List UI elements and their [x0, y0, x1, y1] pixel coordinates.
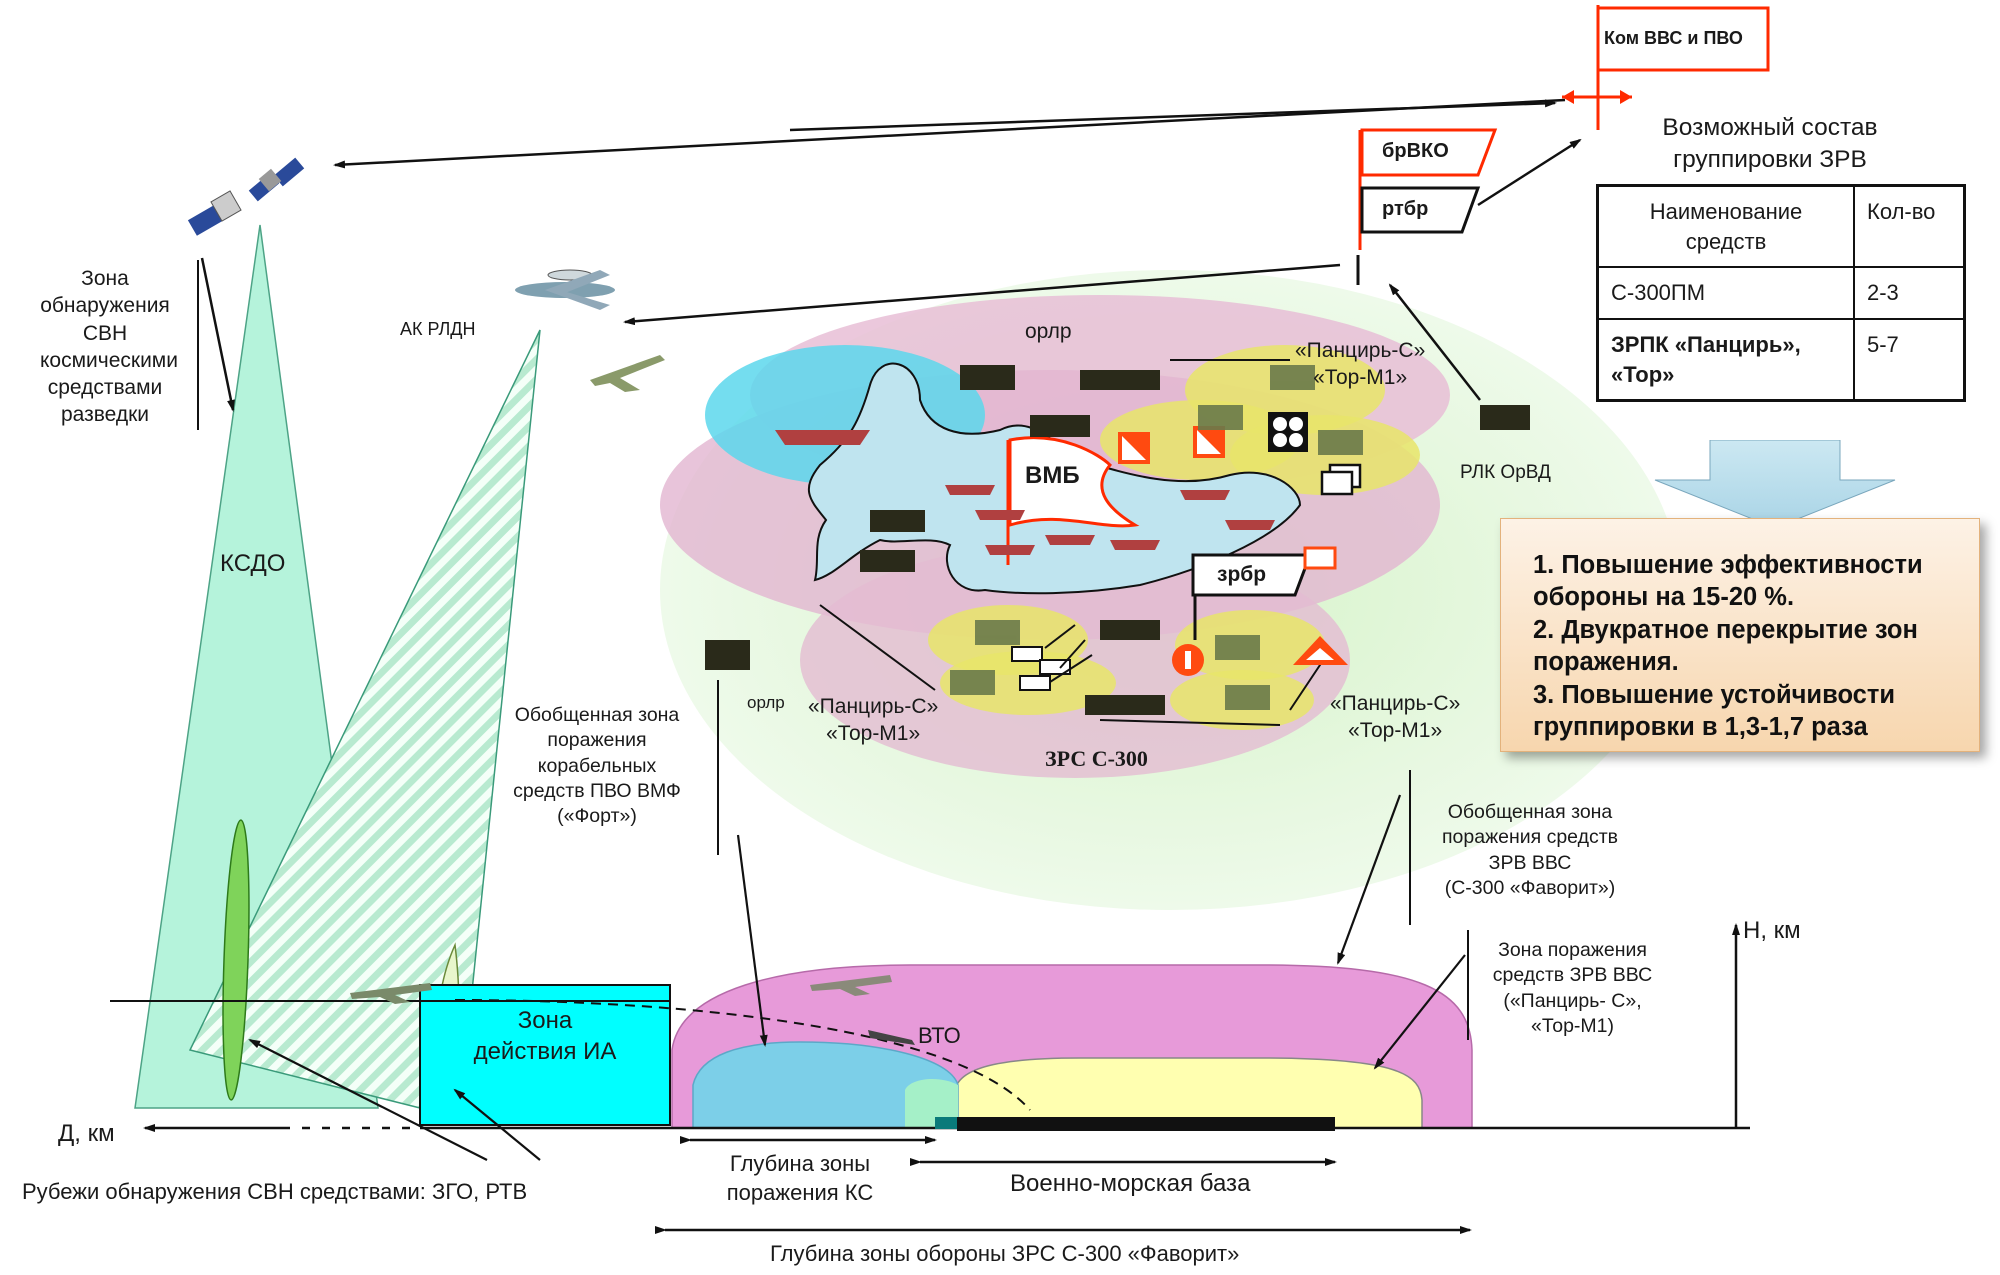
- rtv-pointer: [453, 1088, 541, 1161]
- brvko-flag: [1358, 128, 1498, 250]
- rlk-label: РЛК ОрВД: [1460, 462, 1551, 483]
- ia-zone: [419, 984, 671, 1126]
- table-header-name: Наименование средств: [1596, 184, 1855, 269]
- vmb-flag: [1006, 436, 1140, 565]
- orlr-top-label: орлр: [1025, 320, 1072, 343]
- zrbr-flag: [1191, 553, 1313, 597]
- command-flag: [1562, 5, 1770, 130]
- group-lines-left: [819, 604, 936, 691]
- radar-vehicle-icons: [705, 365, 1530, 715]
- rtbr-flag: [1360, 186, 1481, 234]
- composition-table: Наименование средств Кол-во С-300ПМ 2-3 …: [1596, 184, 1966, 403]
- h-axis-label: Н, км: [1743, 917, 1801, 944]
- down-arrow-icon: [1654, 440, 1896, 529]
- composition-title: Возможный состав группировки ЗРВ: [1662, 114, 1878, 173]
- zgo-pointer: [248, 1039, 488, 1161]
- orlr-left-label: орлр: [747, 693, 785, 712]
- fighter-jet-icon: [590, 355, 665, 392]
- effect-box: 1. Повышение эффективности обороны на 15…: [1500, 518, 1980, 752]
- ship-zone-label: Обобщенная зона поражения корабельных ср…: [513, 704, 681, 828]
- satellite-icon: [187, 190, 242, 236]
- table-cell-count: 5-7: [1853, 318, 1966, 402]
- pantsir-zone-pointer: [1373, 954, 1466, 1070]
- cruise-missile-icon: [868, 1030, 915, 1045]
- link-rldn-rtbr: [623, 263, 1341, 326]
- table-cell-name: С-300ПМ: [1596, 266, 1855, 321]
- satellite-icon-2: [248, 157, 305, 202]
- table-header-count: Кол-во: [1853, 184, 1966, 269]
- table-cell-name: ЗРПК «Панцирь», «Тор»: [1596, 318, 1855, 402]
- ak-rldn-label: АК РЛДН: [400, 319, 476, 339]
- ks-dome: [692, 1041, 959, 1129]
- vvs-zone-pointer: [1336, 794, 1402, 965]
- vvs-zone-label: Обобщенная зона поражения средств ЗРВ ВВ…: [1441, 801, 1619, 900]
- effect-item: 1. Повышение эффективности обороны на 15…: [1533, 551, 1923, 612]
- space-zone-label: Зона обнаружения СВН космическими средст…: [40, 267, 178, 427]
- effect-item: 3. Повышение устойчивости группировки в …: [1533, 680, 1896, 741]
- naval-base-label: Военно-морская база: [1010, 1170, 1251, 1197]
- tactical-markers: [1011, 412, 1362, 691]
- table-row: С-300ПМ 2-3: [1596, 266, 1966, 321]
- ship-icons: [775, 430, 1275, 555]
- zrbr-flag-text: зрбр: [1217, 563, 1267, 586]
- command-flag-text: Ком ВВС и ПВО: [1604, 28, 1743, 48]
- pantsir-dome: [954, 1057, 1423, 1129]
- ks-depth-label: Глубина зоны поражения КС: [726, 1151, 874, 1205]
- pantsir-top-label: «Панцирь-С» «Тор-М1»: [1295, 339, 1426, 390]
- table-row: ЗРПК «Панцирь», «Тор» 5-7: [1596, 318, 1966, 402]
- awacs-aircraft-icon: [515, 269, 615, 310]
- overlap-dome: [905, 1078, 958, 1128]
- ship-zone-pointer: [736, 834, 768, 1047]
- vto-label: ВТО: [918, 1023, 961, 1048]
- link-rlk-rtbr: [1388, 283, 1481, 401]
- detection-lines-label: Рубежи обнаружения СВН средствами: ЗГО, …: [22, 1179, 528, 1204]
- link-rtbr-command: [1477, 138, 1582, 207]
- ia-zone-label: Зона действия ИА: [473, 1007, 617, 1066]
- zrs-label: ЗРС С-300: [1045, 746, 1148, 771]
- group-lines-bottom: [1099, 719, 1281, 726]
- defense-depth-label: Глубина зоны обороны ЗРС С-300 «Фаворит»: [770, 1241, 1240, 1266]
- brvko-flag-text: брВКО: [1382, 140, 1449, 162]
- pantsir-zone-label: Зона поражения средств ЗРВ ВВС («Панцирь…: [1492, 939, 1653, 1038]
- effect-list: 1. Повышение эффективности обороны на 15…: [1533, 549, 1979, 743]
- naval-base-marker: [935, 1117, 957, 1129]
- d-axis-label: Д, км: [58, 1120, 115, 1147]
- ksdo-label: КСДО: [220, 550, 286, 577]
- naval-base-bar: [957, 1117, 1335, 1131]
- zgo-leaf: [222, 819, 250, 1101]
- rtbr-flag-text: ртбр: [1382, 198, 1429, 220]
- fighter-jet-dome-icon: [810, 975, 892, 996]
- fighter-jet-low-icon: [350, 983, 432, 1004]
- table-cell-count: 2-3: [1853, 266, 1966, 321]
- pantsir-vehicle-icons: [950, 365, 1363, 710]
- link-sat-zone: [200, 257, 235, 412]
- link-command-sat: [789, 99, 1557, 132]
- effect-item: 2. Двукратное перекрытие зон поражения.: [1533, 615, 1918, 677]
- pantsir-right-label: «Панцирь-С» «Тор-М1»: [1330, 692, 1461, 743]
- pantsir-left-label: «Панцирь-С» «Тор-М1»: [808, 695, 939, 746]
- vmb-flag-text: ВМБ: [1025, 462, 1080, 489]
- table-header-row: Наименование средств Кол-во: [1596, 184, 1966, 269]
